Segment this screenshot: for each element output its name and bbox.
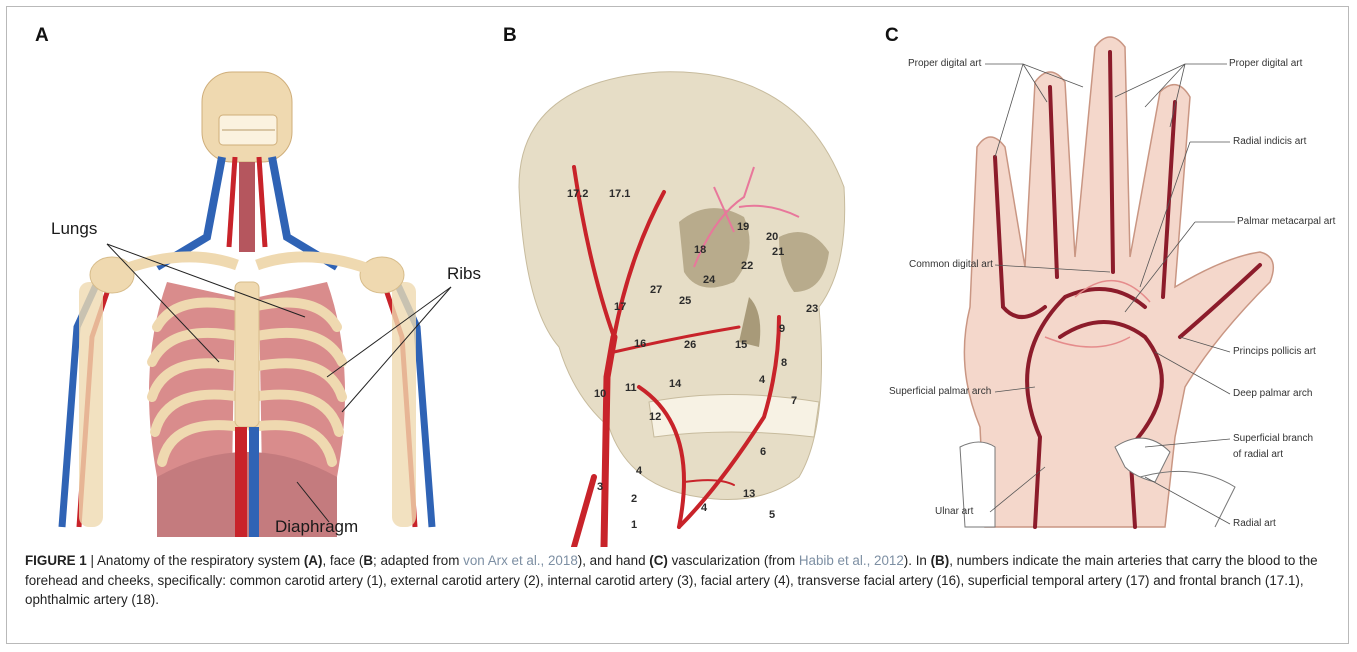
- proper-digital-right-label: Proper digital art: [1229, 58, 1302, 69]
- figure-caption: FIGURE 1 | Anatomy of the respiratory sy…: [25, 551, 1335, 610]
- num-label: 27: [650, 284, 662, 296]
- num-label: 25: [679, 295, 691, 307]
- deep-palmar-arch-label: Deep palmar arch: [1233, 388, 1312, 399]
- caption-text: Anatomy of the respiratory system: [97, 553, 304, 568]
- caption-panel-ref: (B): [931, 553, 950, 568]
- caption-text: ), and hand: [578, 553, 649, 568]
- princeps-pollicis-label: Princips pollicis art: [1233, 346, 1316, 357]
- superficial-branch-label-line2: of radial art: [1233, 449, 1283, 460]
- num-label: 14: [669, 378, 682, 390]
- palmar-metacarpal-label: Palmar metacarpal art: [1237, 216, 1335, 227]
- superficial-palmar-arch-label: Superficial palmar arch: [889, 386, 991, 397]
- num-label: 4: [636, 465, 643, 477]
- num-label: 26: [684, 339, 696, 351]
- num-label: 4: [701, 502, 708, 514]
- hand-illustration: [885, 7, 1350, 547]
- figure-frame: A: [6, 6, 1349, 644]
- caption-text: vascularization (from: [668, 553, 799, 568]
- num-label: 15: [735, 339, 747, 351]
- num-label: 24: [703, 274, 716, 286]
- num-label: 23: [806, 303, 818, 315]
- num-label: 4: [759, 374, 766, 386]
- panel-a: A: [7, 7, 477, 547]
- num-label: 2: [631, 493, 637, 505]
- caption-panel-ref: (C): [649, 553, 668, 568]
- num-label: 9: [779, 323, 785, 335]
- num-label: 20: [766, 231, 778, 243]
- ulnar-art-label: Ulnar art: [935, 506, 973, 517]
- num-label: 3: [597, 481, 603, 493]
- radial-indicis-label: Radial indicis art: [1233, 136, 1306, 147]
- num-label: 17.1: [609, 188, 630, 200]
- num-label: 1: [631, 519, 637, 531]
- respiratory-illustration: [7, 7, 477, 547]
- diaphragm-label: Diaphragm: [275, 517, 358, 537]
- panel-c: C: [885, 7, 1350, 547]
- num-label: 13: [743, 488, 755, 500]
- radial-art-label: Radial art: [1233, 518, 1276, 529]
- caption-separator: |: [87, 553, 97, 568]
- num-label: 12: [649, 411, 661, 423]
- figure-label: FIGURE 1: [25, 553, 87, 568]
- caption-panel-ref: (A): [304, 553, 323, 568]
- num-label: 17: [614, 301, 626, 313]
- caption-text: , face (: [322, 553, 363, 568]
- num-label: 18: [694, 244, 706, 256]
- panel-b: B: [479, 7, 899, 547]
- num-label: 5: [769, 509, 775, 521]
- num-label: 19: [737, 221, 749, 233]
- skull-illustration: 17.2 17.1 19 20 21 22 18 24 27 25 17 23 …: [479, 7, 899, 547]
- caption-panel-ref: B: [363, 553, 373, 568]
- caption-text: ; adapted from: [373, 553, 463, 568]
- num-label: 8: [781, 357, 787, 369]
- num-label: 21: [772, 246, 784, 258]
- num-label: 10: [594, 388, 606, 400]
- num-label: 22: [741, 260, 753, 272]
- citation-link[interactable]: von Arx et al., 2018: [463, 553, 578, 568]
- num-label: 6: [760, 446, 766, 458]
- common-digital-label: Common digital art: [909, 259, 993, 270]
- num-label: 16: [634, 338, 646, 350]
- caption-text: ). In: [904, 553, 931, 568]
- num-label: 17.2: [567, 188, 588, 200]
- num-label: 7: [791, 395, 797, 407]
- num-label: 11: [625, 382, 637, 394]
- ribs-label: Ribs: [447, 264, 481, 284]
- citation-link[interactable]: Habib et al., 2012: [799, 553, 904, 568]
- lungs-label: Lungs: [51, 219, 97, 239]
- superficial-branch-label-line1: Superficial branch: [1233, 433, 1313, 444]
- proper-digital-left-label: Proper digital art: [908, 58, 981, 69]
